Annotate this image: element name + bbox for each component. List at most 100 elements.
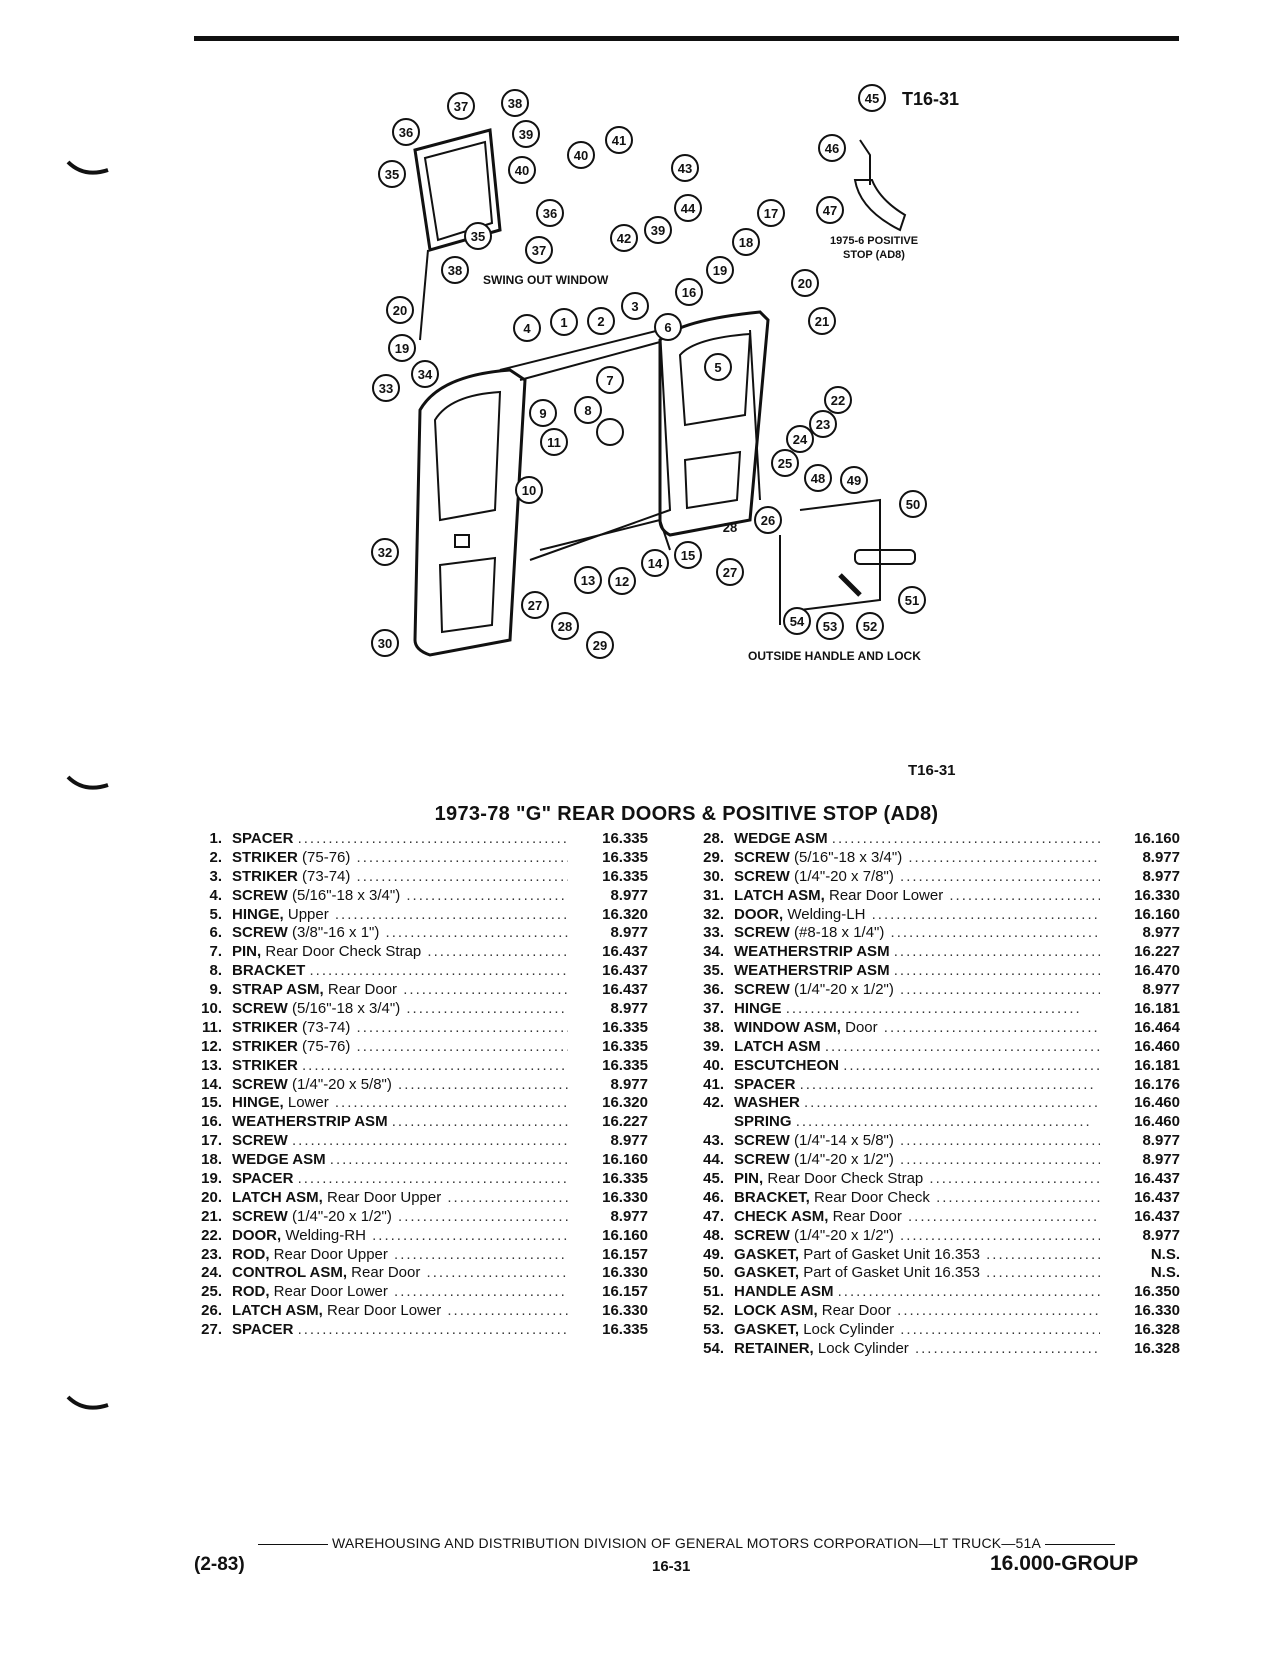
part-number: 33. xyxy=(703,924,724,942)
part-number: 26. xyxy=(201,1302,222,1320)
part-description: SCREW (#8-18 x 1/4") ...................… xyxy=(734,924,1100,942)
parts-row: 42.WASHER ..............................… xyxy=(690,1094,1180,1113)
part-name: WEDGE ASM xyxy=(232,1151,326,1169)
part-group-ref: 16.330 xyxy=(1134,886,1180,904)
parts-row: 3.STRIKER (73-74) ......................… xyxy=(188,868,648,887)
svg-text:46: 46 xyxy=(825,141,839,156)
part-group-ref: 16.320 xyxy=(602,905,648,923)
part-number: 9. xyxy=(209,981,222,999)
part-group-ref: 8.977 xyxy=(610,1075,648,1093)
part-name: SCREW xyxy=(232,886,288,904)
part-description: BRACKET, Rear Door Check ...............… xyxy=(734,1188,1100,1206)
footer-division: WAREHOUSING AND DISTRIBUTION DIVISION OF… xyxy=(194,1535,1179,1551)
svg-text:8: 8 xyxy=(584,403,591,418)
part-group-ref: 16.157 xyxy=(602,1245,648,1263)
part-number: 46. xyxy=(703,1188,724,1206)
svg-text:18: 18 xyxy=(739,235,753,250)
part-description: ROD, Rear Door Lower ...................… xyxy=(232,1283,568,1301)
part-name: STRIKER xyxy=(232,1018,298,1036)
part-name: LATCH ASM xyxy=(734,1037,821,1055)
svg-text:13: 13 xyxy=(581,573,595,588)
part-description: STRIKER (75-76) ........................… xyxy=(232,1037,568,1055)
part-number: 29. xyxy=(703,848,724,866)
svg-text:6: 6 xyxy=(664,320,671,335)
part-group-ref: 16.320 xyxy=(602,1094,648,1112)
parts-row: 27.SPACER ..............................… xyxy=(188,1321,648,1340)
part-name: PIN, xyxy=(232,943,262,961)
parts-row: 18.WEDGE ASM ...........................… xyxy=(188,1151,648,1170)
parts-row: 36.SCREW (1/4"-20 x 1/2") ..............… xyxy=(690,981,1180,1000)
part-description: DOOR, Welding-RH .......................… xyxy=(232,1226,568,1244)
parts-row: 5.HINGE, Upper .........................… xyxy=(188,906,648,925)
part-number: 36. xyxy=(703,981,724,999)
part-group-ref: 16.464 xyxy=(1134,1018,1180,1036)
svg-text:28: 28 xyxy=(558,619,572,634)
part-group-ref: N.S. xyxy=(1150,1264,1180,1282)
part-description: WEDGE ASM ..............................… xyxy=(232,1151,568,1169)
part-description: WEATHERSTRIP ASM .......................… xyxy=(232,1113,568,1131)
part-description: LOCK ASM, Rear Door ....................… xyxy=(734,1302,1100,1320)
part-number: 27. xyxy=(201,1321,222,1339)
part-description: LATCH ASM, Rear Door Lower .............… xyxy=(232,1302,568,1320)
part-description: WINDOW ASM, Door .......................… xyxy=(734,1018,1100,1036)
part-number: 4. xyxy=(209,886,222,904)
page-title: 1973-78 "G" REAR DOORS & POSITIVE STOP (… xyxy=(434,803,939,825)
svg-text:49: 49 xyxy=(847,473,861,488)
part-name: SCREW xyxy=(232,1132,288,1150)
part-group-ref: 8.977 xyxy=(610,1207,648,1225)
part-group-ref: 16.437 xyxy=(1134,1188,1180,1206)
part-group-ref: 16.437 xyxy=(1134,1170,1180,1188)
part-number: 16. xyxy=(201,1113,222,1131)
part-number: 13. xyxy=(201,1056,222,1074)
part-number: 21. xyxy=(201,1207,222,1225)
part-number: 52. xyxy=(703,1302,724,1320)
svg-text:53: 53 xyxy=(823,619,837,634)
part-number: 22. xyxy=(201,1226,222,1244)
binder-mark xyxy=(66,160,109,175)
part-qualifier: (1/4"-20 x 7/8") xyxy=(794,867,894,885)
part-group-ref: 16.460 xyxy=(1134,1037,1180,1055)
part-name: SPACER xyxy=(734,1075,796,1093)
part-group-ref: 16.330 xyxy=(602,1302,648,1320)
part-group-ref: 8.977 xyxy=(1142,924,1180,942)
part-group-ref: 16.335 xyxy=(602,1321,648,1339)
part-qualifier: (1/4"-14 x 5/8") xyxy=(794,1132,894,1150)
part-group-ref: 16.328 xyxy=(1134,1321,1180,1339)
svg-text:27: 27 xyxy=(528,598,542,613)
part-number: 6. xyxy=(209,924,222,942)
part-description: GASKET, Lock Cylinder ..................… xyxy=(734,1321,1100,1339)
swing-out-window-label: SWING OUT WINDOW xyxy=(483,273,609,287)
part-qualifier: (73-74) xyxy=(302,1018,351,1036)
svg-text:43: 43 xyxy=(678,161,692,176)
part-description: SCREW ..................................… xyxy=(232,1132,568,1150)
svg-text:37: 37 xyxy=(532,243,546,258)
part-name: GASKET, xyxy=(734,1245,800,1263)
svg-text:38: 38 xyxy=(448,263,462,278)
part-description: RETAINER, Lock Cylinder ................… xyxy=(734,1340,1100,1358)
part-name: SPACER xyxy=(232,1170,294,1188)
part-number: 5. xyxy=(209,905,222,923)
parts-row: 46. BRACKET, Rear Door Check ............… xyxy=(690,1189,1180,1208)
part-group-ref: 16.460 xyxy=(1134,1094,1180,1112)
parts-row: 11.STRIKER (73-74) .....................… xyxy=(188,1019,648,1038)
part-number: 17. xyxy=(201,1132,222,1150)
part-name: ROD, xyxy=(232,1283,270,1301)
part-qualifier: Rear Door xyxy=(832,1207,902,1225)
part-qualifier: Part of Gasket Unit 16.353 xyxy=(803,1264,980,1282)
part-group-ref: 16.437 xyxy=(602,962,648,980)
footer-division-text: WAREHOUSING AND DISTRIBUTION DIVISION OF… xyxy=(331,1535,1042,1551)
part-group-ref: 8.977 xyxy=(610,886,648,904)
part-qualifier: (#8-18 x 1/4") xyxy=(794,924,885,942)
part-qualifier: Door xyxy=(845,1018,878,1036)
part-group-ref: 16.157 xyxy=(602,1283,648,1301)
part-group-ref: 16.460 xyxy=(1134,1113,1180,1131)
part-name: WEATHERSTRIP ASM xyxy=(232,1113,388,1131)
part-group-ref: 16.330 xyxy=(602,1188,648,1206)
parts-row: 47.CHECK ASM, Rear Door ................… xyxy=(690,1208,1180,1227)
part-description: WASHER .................................… xyxy=(734,1094,1100,1112)
svg-text:36: 36 xyxy=(399,125,413,140)
svg-text:48: 48 xyxy=(811,471,825,486)
parts-row: 33. SCREW (#8-18 x 1/4") ................… xyxy=(690,924,1180,943)
parts-row: 51.HANDLE ASM ..........................… xyxy=(690,1283,1180,1302)
